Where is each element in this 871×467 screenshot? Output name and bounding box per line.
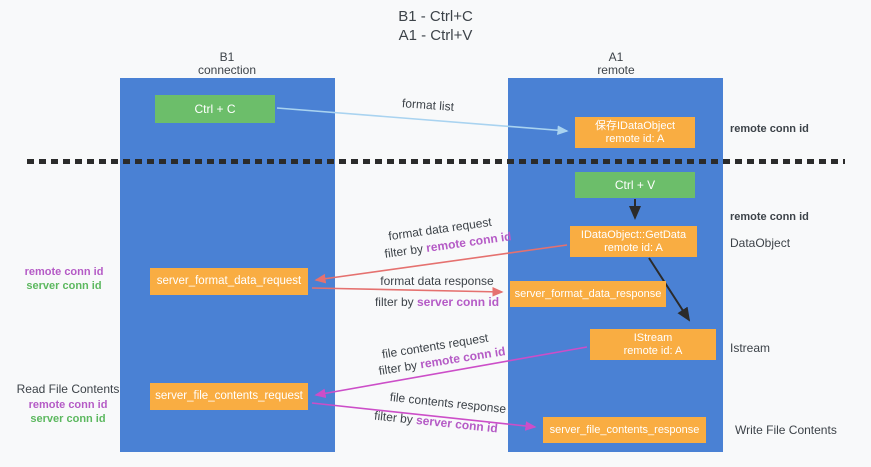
left-conn-id-stack-2: remote conn id server conn id: [14, 398, 122, 426]
right-lifeline-title: A1: [608, 50, 624, 64]
getdata-line1: IDataObject::GetData: [580, 228, 687, 241]
diagram-title: B1 - Ctrl+C A1 - Ctrl+V: [0, 7, 871, 45]
filter-by-text: filter by: [373, 408, 414, 427]
dataobject-label: DataObject: [730, 236, 791, 250]
save-dataobject-line1: 保存IDataObject: [594, 119, 676, 132]
dashed-separator-line: [27, 159, 845, 164]
server-file-contents-request-box: server_file_contents_request: [150, 383, 308, 410]
remote-conn-id-right-label-1: remote conn id: [730, 123, 809, 135]
server-file-contents-request-label: server_file_contents_request: [155, 390, 303, 402]
save-dataobject-box: 保存IDataObject remote id: A: [575, 117, 695, 148]
server-format-data-response-label: server_format_data_response: [514, 287, 662, 300]
ctrl-v-box: Ctrl + V: [575, 172, 695, 198]
server-format-data-request-box: server_format_data_request: [150, 268, 308, 295]
left-lifeline-subtitle: connection: [197, 63, 257, 77]
istream-line2: remote id: A: [623, 344, 683, 357]
format-data-response-label: format data response: [380, 274, 494, 288]
getdata-box: IDataObject::GetData remote id: A: [570, 226, 697, 257]
filter-by-text: filter by: [383, 241, 424, 261]
getdata-line2: remote id: A: [604, 241, 663, 254]
server-conn-id-highlight: server conn id: [417, 295, 500, 309]
server-file-contents-response-label: server_file_contents_response: [549, 423, 700, 436]
ctrl-c-label: Ctrl + C: [194, 102, 236, 116]
ctrl-v-label: Ctrl + V: [614, 178, 656, 192]
server-conn-id-left-label-2: server conn id: [30, 413, 106, 425]
filter-by-server-conn-id-label-1: filter by server conn id: [342, 295, 532, 309]
left-conn-id-stack-1: remote conn id server conn id: [14, 265, 114, 293]
istream-box: IStream remote id: A: [590, 329, 716, 360]
format-list-label: format list: [401, 96, 455, 114]
read-file-contents-label: Read File Contents: [16, 382, 120, 396]
istream-side-label: Istream: [730, 341, 771, 355]
title-line-2: A1 - Ctrl+V: [398, 27, 473, 44]
server-conn-id-left-label-1: server conn id: [26, 280, 102, 292]
filter-by-text: filter by: [374, 295, 414, 309]
arrow-format-data-response: [311, 286, 504, 297]
server-format-data-response-box: server_format_data_response: [510, 281, 666, 307]
server-file-contents-response-box: server_file_contents_response: [543, 417, 706, 443]
server-format-data-request-label: server_format_data_request: [156, 275, 302, 287]
server-conn-id-highlight: server conn id: [415, 412, 499, 436]
left-lifeline-header: B1 connection: [157, 51, 297, 77]
ctrl-c-box: Ctrl + C: [155, 95, 275, 123]
remote-conn-id-left-label-1: remote conn id: [24, 266, 104, 278]
save-dataobject-line2: remote id: A: [605, 132, 665, 145]
right-lifeline-subtitle: remote: [597, 63, 635, 77]
left-lifeline-title: B1: [219, 50, 235, 64]
remote-conn-id-right-label-2: remote conn id: [730, 211, 809, 223]
title-line-1: B1 - Ctrl+C: [398, 8, 473, 25]
right-lifeline-header: A1 remote: [546, 51, 686, 77]
write-file-contents-label: Write File Contents: [735, 423, 837, 437]
remote-conn-id-left-label-2: remote conn id: [28, 399, 108, 411]
istream-line1: IStream: [633, 331, 673, 344]
